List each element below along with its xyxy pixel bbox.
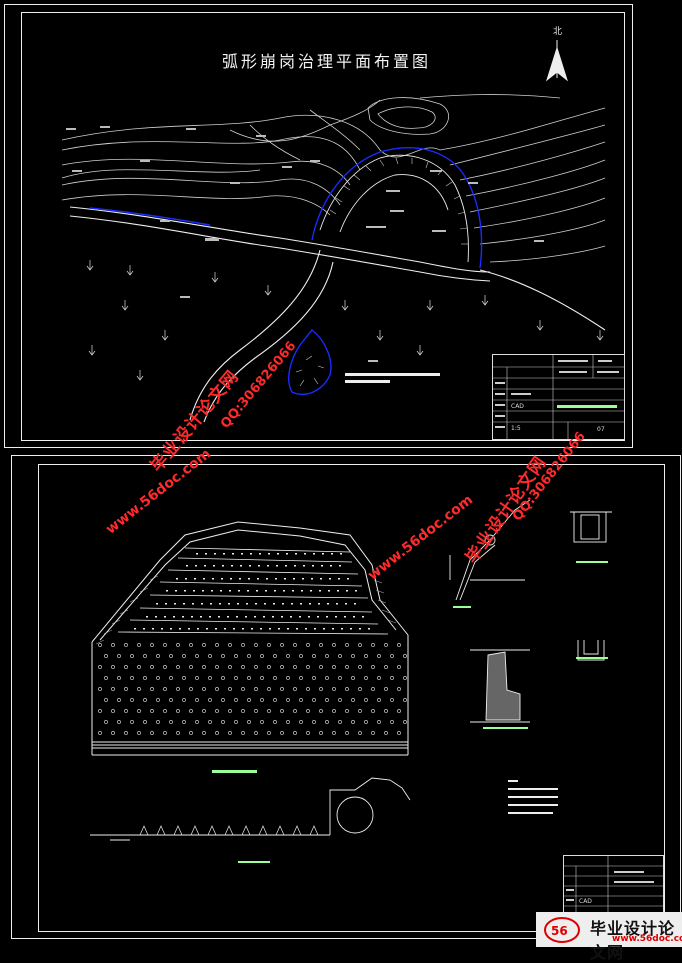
plan-caption-bars bbox=[212, 561, 608, 863]
bottom-annotation-bars bbox=[508, 780, 558, 814]
section-profile bbox=[90, 777, 411, 841]
site-banner[interactable]: 56 毕业设计论文网 www.56doc.com bbox=[536, 912, 682, 962]
bottom-sheet-border bbox=[11, 455, 681, 939]
top-title-block-scale: 1:5 bbox=[511, 425, 521, 432]
top-sheet-frame bbox=[21, 12, 625, 441]
road bbox=[69, 206, 606, 423]
profile-trees bbox=[139, 825, 319, 836]
slope-section-detail bbox=[449, 499, 531, 601]
collapse-gully-outline bbox=[319, 154, 469, 263]
top-title-block-cad: CAD bbox=[511, 403, 524, 410]
treatment-boundary bbox=[89, 147, 483, 395]
small-u-detail bbox=[577, 640, 605, 661]
planting-pattern bbox=[98, 643, 407, 735]
bottom-title-block-cad: CAD bbox=[579, 898, 592, 905]
north-label: 北 bbox=[553, 27, 563, 37]
plan-title: 弧形崩岗治理平面布置图 bbox=[222, 52, 432, 71]
gully-plan bbox=[91, 521, 409, 756]
bottom-sheet-frame bbox=[38, 464, 665, 932]
svg-text:56: 56 bbox=[551, 924, 568, 938]
contour-lines bbox=[61, 94, 606, 263]
vegetation-symbols bbox=[86, 260, 604, 381]
top-title-block-grid bbox=[493, 355, 624, 439]
annotation-bars bbox=[345, 373, 440, 383]
terrace-lines bbox=[117, 547, 389, 635]
drain-detail bbox=[570, 511, 612, 543]
site-logo-icon: 56 bbox=[544, 917, 580, 943]
north-arrow-icon bbox=[546, 40, 568, 82]
terrace-markers bbox=[134, 553, 370, 630]
slope-hatch-bottom bbox=[95, 569, 397, 645]
top-title-block: CAD 1:5 07 bbox=[492, 354, 625, 440]
elevation-marks bbox=[66, 126, 544, 362]
top-title-block-sheet-no: 07 bbox=[597, 426, 605, 433]
retaining-wall-detail bbox=[470, 649, 530, 723]
banner-url[interactable]: www.56doc.com bbox=[612, 934, 682, 944]
top-sheet-border bbox=[4, 4, 633, 448]
